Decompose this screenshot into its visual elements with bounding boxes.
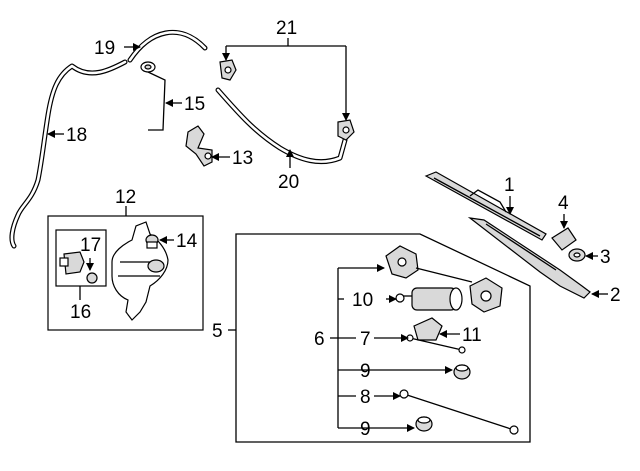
- callout-1: 1: [504, 175, 515, 196]
- callout-2: 2: [610, 285, 621, 306]
- link-rod-8: [399, 389, 519, 435]
- washer-hose-15: [147, 71, 166, 131]
- leader-lines: [47, 38, 608, 432]
- callout-15: 15: [184, 94, 205, 115]
- hose-connector: [140, 61, 156, 73]
- callout-12: 12: [115, 187, 136, 208]
- reservoir-box: [47, 215, 204, 331]
- callout-14: 14: [176, 231, 198, 252]
- callout-6: 6: [314, 329, 325, 350]
- bracket-11: [413, 317, 443, 341]
- callout-18: 18: [66, 125, 87, 146]
- callout-4: 4: [558, 193, 569, 214]
- motor-linkage-box: [235, 233, 531, 443]
- wiper-blade-1: [424, 171, 547, 241]
- washer-nozzle-21-left: [219, 59, 237, 81]
- callout-16: 16: [70, 302, 91, 323]
- linkage-assembly: [385, 245, 503, 313]
- callout-19: 19: [94, 38, 115, 59]
- callout-17: 17: [80, 235, 101, 256]
- callout-20: 20: [278, 172, 299, 193]
- callout-21: 21: [276, 18, 297, 39]
- bushing-9-lower: [415, 416, 433, 432]
- washer-hose-18: [9, 59, 128, 249]
- washer-hose-20: [215, 87, 348, 165]
- callout-9-upper: 9: [360, 361, 371, 382]
- nut-3: [568, 248, 586, 262]
- callout-9-lower: 9: [360, 419, 371, 440]
- callout-7: 7: [360, 329, 371, 350]
- bushing-9-upper: [453, 364, 471, 380]
- callout-5: 5: [212, 321, 223, 342]
- washer-hose-19: [127, 29, 208, 63]
- hose-connector-13: [185, 125, 213, 167]
- wiper-motor-10: [395, 287, 463, 311]
- callout-11: 11: [462, 325, 482, 346]
- callout-10: 10: [352, 290, 373, 311]
- washer-nozzle-21-right: [337, 119, 355, 141]
- arm-cap-4: [551, 227, 577, 251]
- callout-8: 8: [360, 387, 371, 408]
- wiper-arm-2: [467, 217, 591, 299]
- callout-13: 13: [232, 148, 253, 169]
- callout-3: 3: [600, 247, 611, 268]
